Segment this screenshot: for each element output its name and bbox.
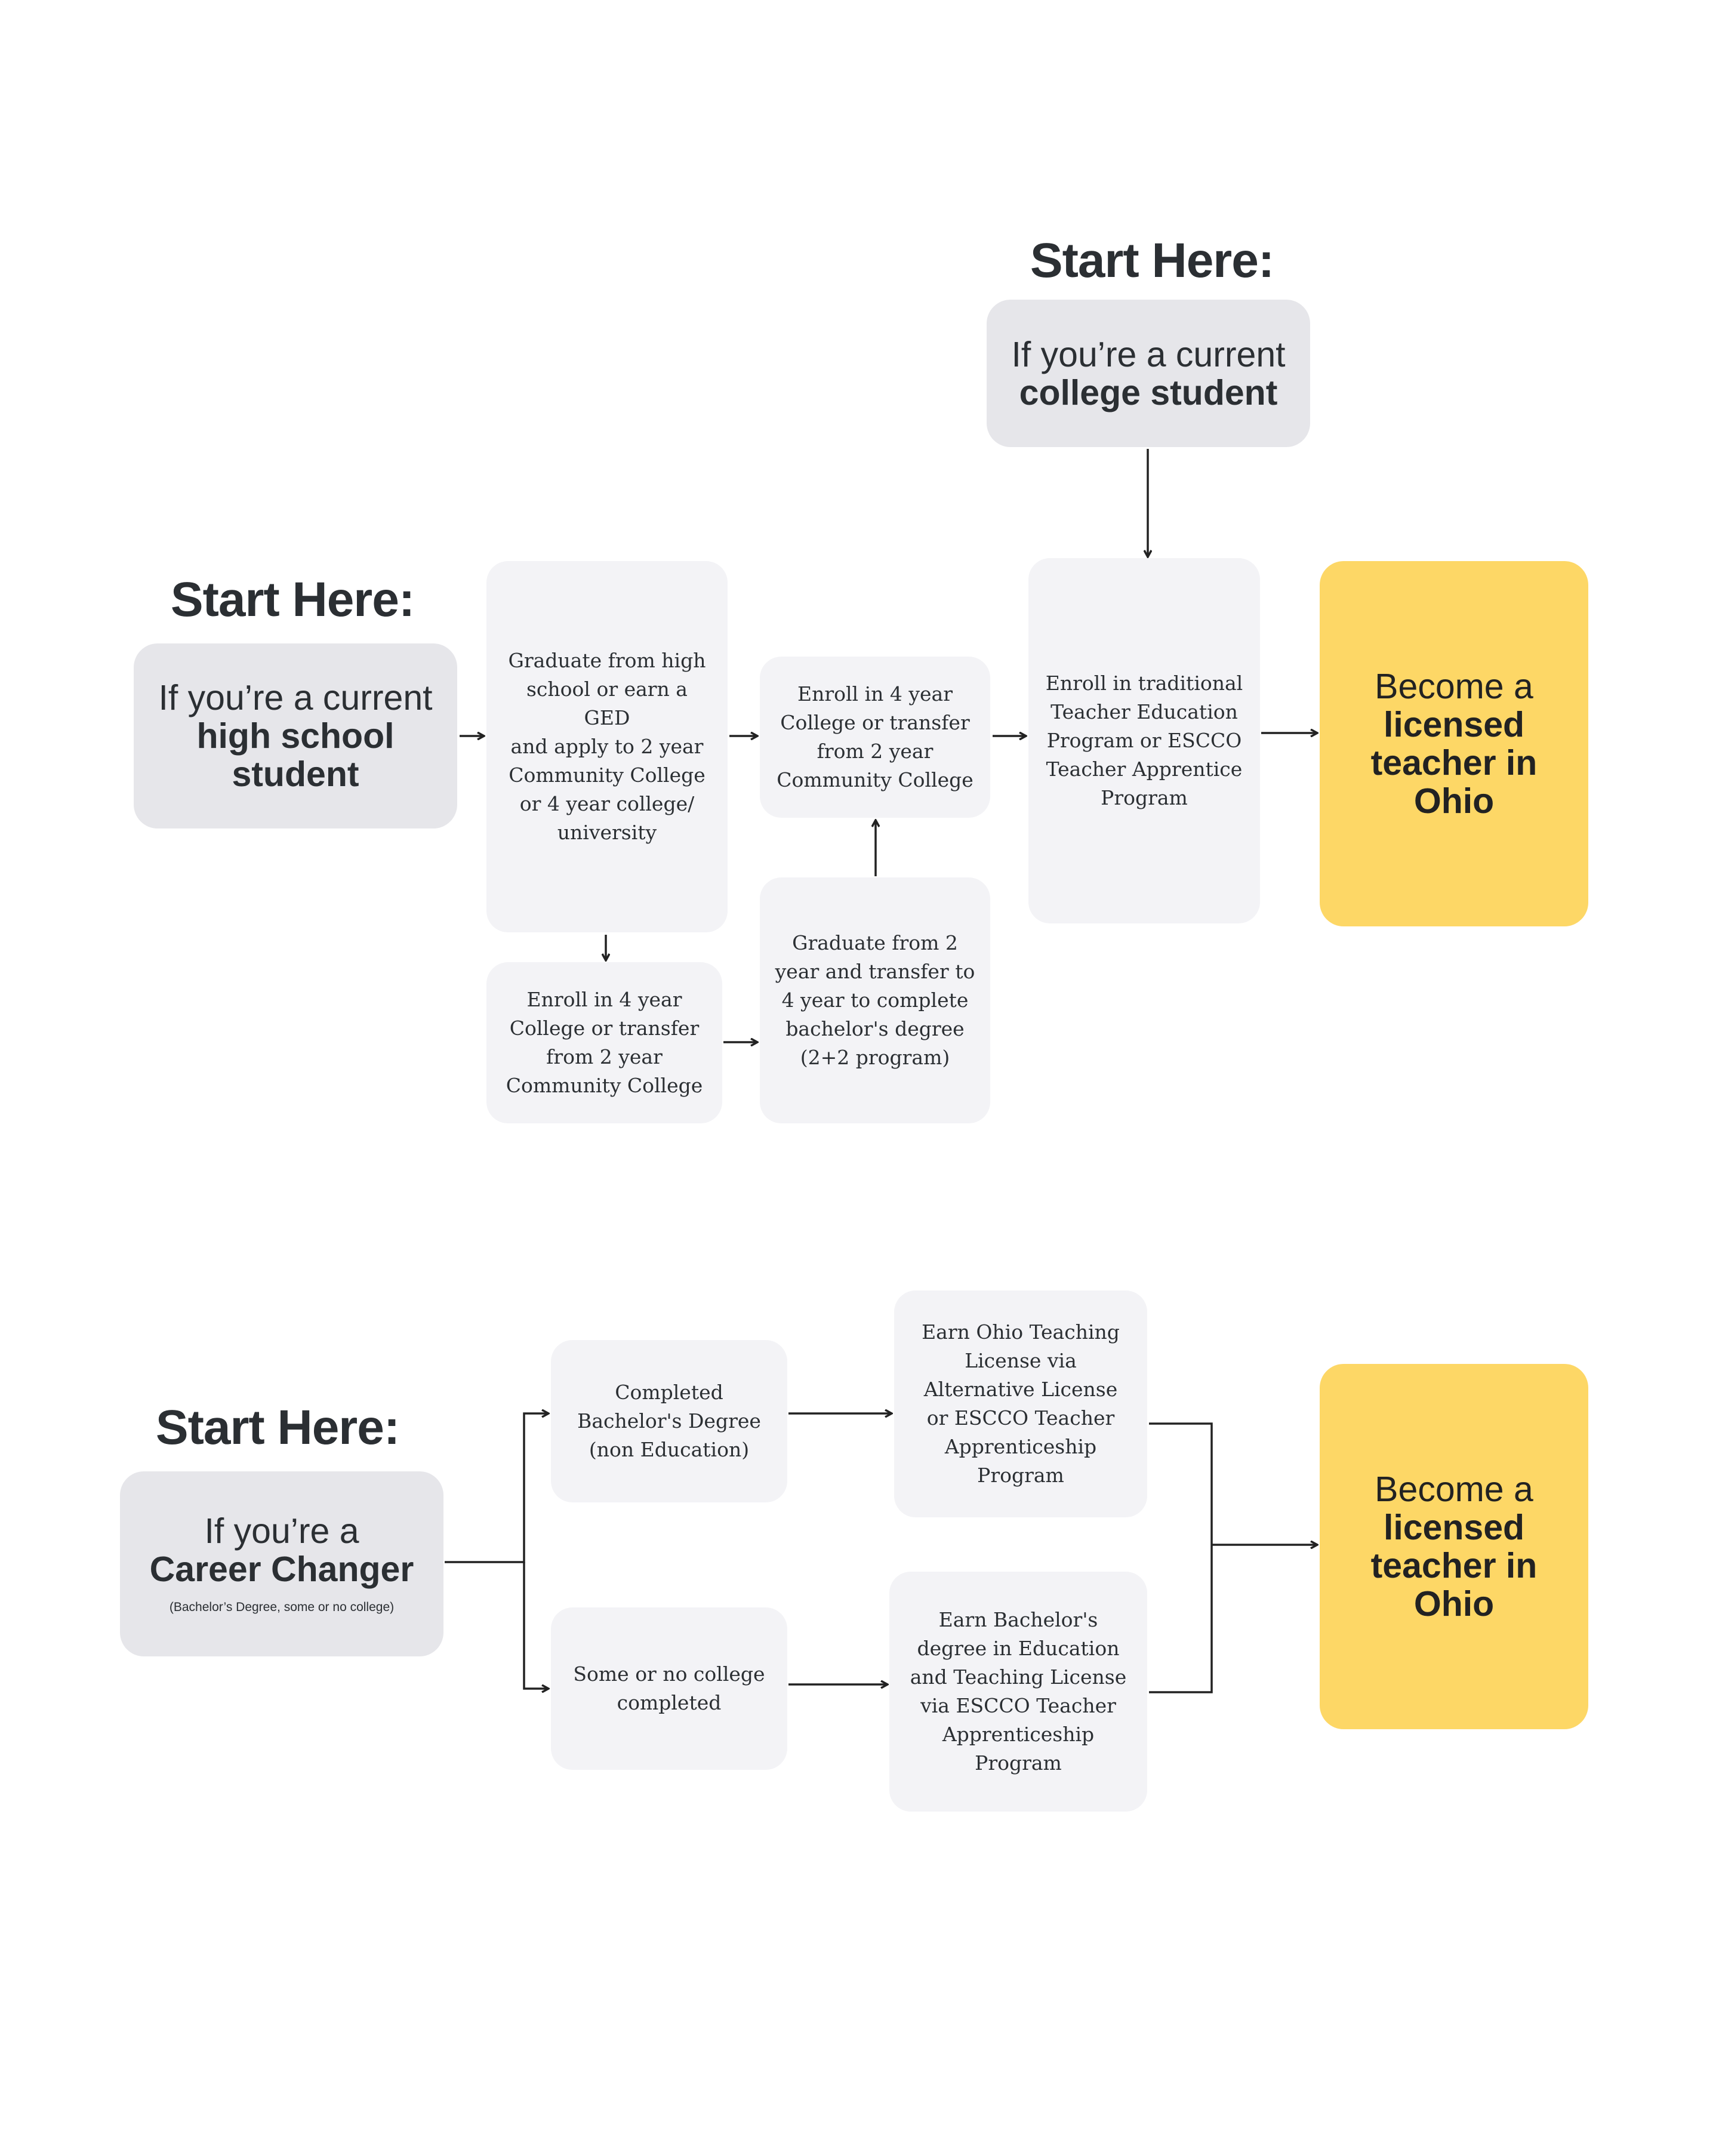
step-line: (non Education) [589, 1438, 750, 1461]
step-line: Apprenticeship [944, 1435, 1097, 1458]
step-enroll-4-year-bottom: Enroll in 4 year College or transfer fro… [486, 962, 722, 1123]
step-line: (2+2 program) [800, 1046, 950, 1069]
career-start-line2: Career Changer [149, 1550, 414, 1589]
college-start-line1: If you’re a current [1011, 334, 1286, 374]
step-earn-bachelors-education: Earn Bachelor's degree in Education and … [889, 1572, 1147, 1812]
college-start-line2: college student [1019, 372, 1278, 412]
step-line: university [557, 821, 657, 844]
career-changer-start-box: If you’re a Career Changer (Bachelor’s D… [120, 1471, 443, 1656]
step-line: College or transfer [509, 1017, 700, 1040]
step-enroll-4-year-top: Enroll in 4 year College or transfer fro… [760, 657, 990, 818]
start-heading-highschool: Start Here: [170, 572, 415, 627]
step-completed-bachelors: Completed Bachelor's Degree (non Educati… [551, 1340, 787, 1502]
step-line: from 2 year [546, 1045, 663, 1068]
step-line: Community College [509, 763, 706, 787]
step-graduate-high-school: Graduate from high school or earn a GED … [486, 561, 728, 932]
highschool-student-start-box: If you’re a current high school student [134, 643, 457, 828]
highschool-start-line1: If you’re a current [158, 678, 433, 717]
step-line: Graduate from 2 [792, 931, 958, 954]
step-line: Program [977, 1464, 1064, 1487]
goal-line3: teacher in [1370, 1546, 1538, 1585]
step-line: and Teaching License [910, 1665, 1127, 1689]
goal-line1: Become a [1375, 667, 1533, 706]
step-line: Earn Ohio Teaching [922, 1320, 1120, 1344]
connector-merge-upper [1149, 1422, 1213, 1693]
step-line: Enroll in traditional [1045, 672, 1243, 695]
goal-line2: licensed [1383, 705, 1525, 744]
step-line: and apply to 2 year [510, 735, 704, 758]
goal-line4: Ohio [1413, 1584, 1495, 1624]
step-line: 4 year to complete [781, 988, 969, 1012]
step-earn-ohio-license: Earn Ohio Teaching License via Alternati… [894, 1290, 1147, 1517]
step-line: College or transfer [780, 711, 970, 734]
step-line: Alternative License [923, 1378, 1118, 1401]
goal-line2: licensed [1383, 1508, 1525, 1547]
highschool-start-line2: high school [196, 716, 395, 756]
highschool-start-line3: student [232, 754, 359, 794]
step-line: degree in Education [917, 1637, 1120, 1660]
step-line: Community College [506, 1074, 703, 1097]
step-line: Program [975, 1751, 1062, 1775]
step-line: via ESCCO Teacher [920, 1694, 1116, 1717]
step-some-or-no-college: Some or no college completed [551, 1607, 787, 1770]
goal-line3: teacher in [1370, 743, 1538, 783]
step-line: Completed [615, 1381, 723, 1404]
connector-career-split [445, 1413, 548, 1563]
step-line: Community College [777, 768, 974, 791]
step-line: Enroll in 4 year [526, 988, 682, 1011]
step-line: Bachelor's Degree [577, 1409, 761, 1433]
goal-box-top: Become a licensed teacher in Ohio [1320, 561, 1588, 926]
step-line: school or earn a GED [526, 677, 688, 729]
step-line: or ESCCO Teacher [926, 1406, 1115, 1430]
step-line: year and transfer to [775, 960, 975, 983]
step-enroll-traditional-program: Enroll in traditional Teacher Education … [1028, 558, 1260, 923]
goal-line4: Ohio [1413, 781, 1495, 821]
step-line: Program or ESCCO [1046, 729, 1242, 752]
step-line: or 4 year college/ [519, 792, 695, 815]
step-line: Some or no college [573, 1662, 765, 1686]
step-line: License via [965, 1349, 1077, 1372]
step-line: Earn Bachelor's [938, 1608, 1098, 1631]
step-line: Program [1101, 786, 1188, 809]
step-graduate-2-year: Graduate from 2 year and transfer to 4 y… [760, 877, 990, 1123]
start-heading-college: Start Here: [1030, 233, 1274, 288]
step-line: bachelor's degree [785, 1017, 965, 1040]
step-line: Enroll in 4 year [797, 682, 953, 706]
step-line: Graduate from high [508, 649, 706, 672]
step-line: completed [617, 1691, 722, 1714]
step-line: Teacher Apprentice [1046, 757, 1243, 781]
career-start-note: (Bachelor’s Degree, some or no college) [169, 1600, 395, 1614]
goal-line1: Become a [1375, 1470, 1533, 1509]
step-line: from 2 year [817, 740, 934, 763]
connector-career-split-lower [523, 1562, 548, 1689]
college-student-start-box: If you’re a current college student [987, 300, 1310, 447]
career-start-line1: If you’re a [204, 1511, 359, 1551]
goal-box-bottom: Become a licensed teacher in Ohio [1320, 1364, 1588, 1729]
step-line: Teacher Education [1050, 700, 1238, 723]
step-line: Apprenticeship [942, 1723, 1095, 1746]
start-heading-career: Start Here: [155, 1400, 400, 1455]
